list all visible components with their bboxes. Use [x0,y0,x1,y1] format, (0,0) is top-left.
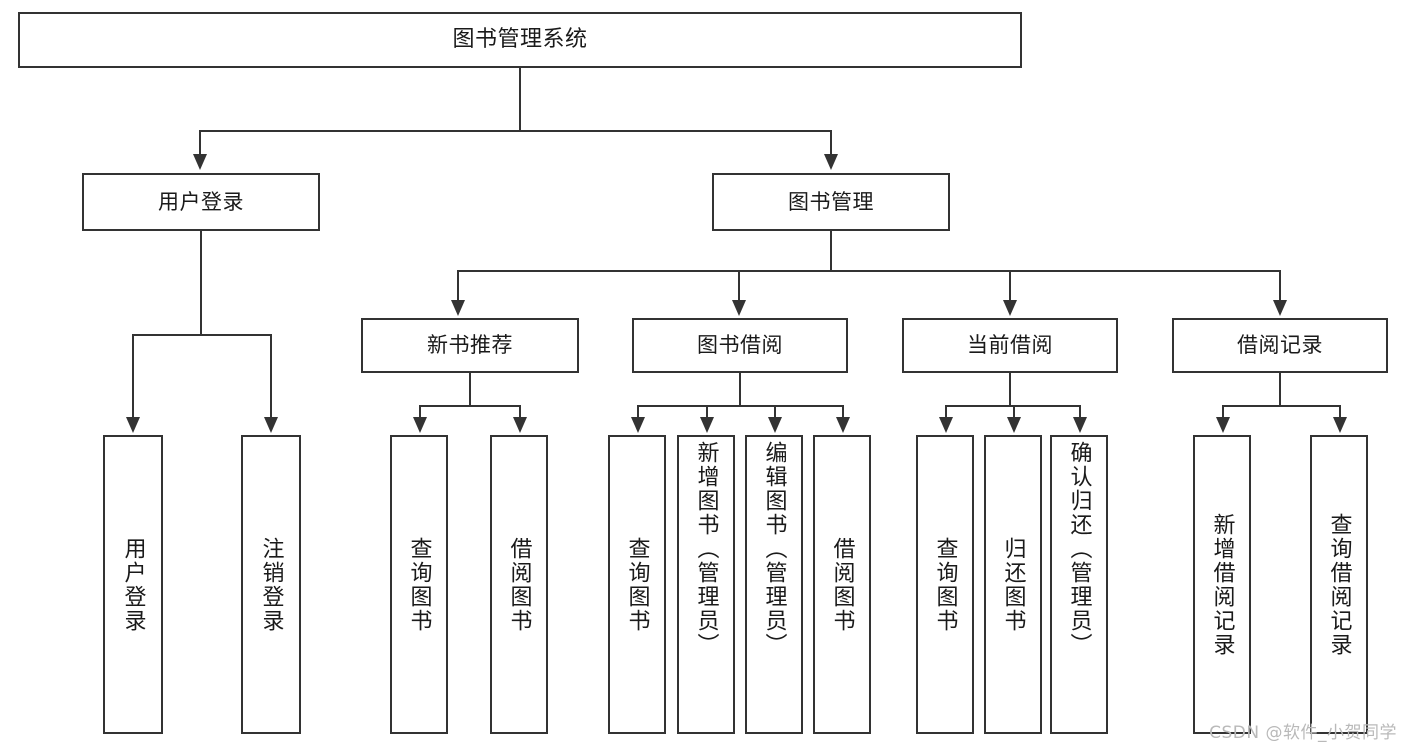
connector-to-book-borrow [738,270,740,302]
connector-to-new-book [457,270,459,302]
connector-book-borrow-stem [739,373,741,407]
arrow-current-borrow-leaf1 [939,417,953,433]
connector-current-borrow-bus [945,405,1079,407]
connector-user-login-leaf2 [270,334,272,419]
leaf-logout[interactable]: 注销登录 [241,435,301,734]
node-current-borrow[interactable]: 当前借阅 [902,318,1118,373]
node-root-label: 图书管理系统 [452,27,588,53]
leaf-query-borrow-record-label: 查询借阅记录 [1326,512,1352,657]
node-user-login-label: 用户登录 [158,189,244,214]
leaf-add-borrow-record-label: 新增借阅记录 [1209,512,1235,657]
arrow-book-borrow-leaf1 [631,417,645,433]
connector-book-borrow-leaf2 [706,405,708,419]
connector-current-borrow-leaf3 [1079,405,1081,419]
connector-root-stem [519,68,521,130]
arrow-book-borrow-leaf2 [700,417,714,433]
leaf-current-query-label: 查询图书 [932,536,958,633]
connector-book-borrow-bus [637,405,843,407]
connector-level2-bus [457,270,1281,272]
leaf-confirm-return-admin[interactable]: 确认归还（管理员） [1050,435,1108,734]
leaf-book-edit-admin-label: 编辑图书（管理员） [761,441,787,657]
connector-borrow-records-leaf1 [1222,405,1224,419]
node-new-book-recommend[interactable]: 新书推荐 [361,318,579,373]
connector-root-bus [199,130,831,132]
arrow-book-borrow-leaf4 [836,417,850,433]
arrow-to-book-borrow [732,300,746,316]
arrow-book-borrow-leaf3 [768,417,782,433]
leaf-book-borrow-action-label: 借阅图书 [829,536,855,633]
arrow-user-login-leaf2 [264,417,278,433]
leaf-book-edit-admin[interactable]: 编辑图书（管理员） [745,435,803,734]
node-book-borrow-label: 图书借阅 [697,333,783,358]
connector-root-to-user-login [199,130,201,156]
leaf-current-return[interactable]: 归还图书 [984,435,1042,734]
leaf-query-borrow-record[interactable]: 查询借阅记录 [1310,435,1368,734]
connector-current-borrow-leaf2 [1013,405,1015,419]
node-root[interactable]: 图书管理系统 [18,12,1022,68]
connector-new-book-leaf1 [419,405,421,419]
connector-book-borrow-leaf1 [637,405,639,419]
connector-book-borrow-leaf4 [842,405,844,419]
arrow-current-borrow-leaf2 [1007,417,1021,433]
arrow-borrow-records-leaf2 [1333,417,1347,433]
connector-new-book-bus [419,405,521,407]
leaf-book-borrow-action[interactable]: 借阅图书 [813,435,871,734]
node-current-borrow-label: 当前借阅 [967,333,1053,358]
connector-book-manage-stem [830,231,832,272]
leaf-new-book-query[interactable]: 查询图书 [390,435,448,734]
connector-borrow-records-bus [1222,405,1341,407]
leaf-user-login-label: 用户登录 [120,536,146,633]
connector-user-login-leaf1 [132,334,134,419]
connector-current-borrow-stem [1009,373,1011,407]
node-book-manage-label: 图书管理 [788,189,874,214]
arrow-root-to-user-login [193,154,207,170]
arrow-to-current-borrow [1003,300,1017,316]
leaf-current-query[interactable]: 查询图书 [916,435,974,734]
leaf-add-borrow-record[interactable]: 新增借阅记录 [1193,435,1251,734]
arrow-new-book-leaf1 [413,417,427,433]
leaf-confirm-return-admin-label: 确认归还（管理员） [1066,441,1092,657]
arrow-to-new-book [451,300,465,316]
arrow-borrow-records-leaf1 [1216,417,1230,433]
arrow-new-book-leaf2 [513,417,527,433]
leaf-book-borrow-query[interactable]: 查询图书 [608,435,666,734]
leaf-book-add-admin[interactable]: 新增图书（管理员） [677,435,735,734]
leaf-book-borrow-query-label: 查询图书 [624,536,650,633]
arrow-root-to-book-manage [824,154,838,170]
node-borrow-records[interactable]: 借阅记录 [1172,318,1388,373]
arrow-to-borrow-records [1273,300,1287,316]
node-book-manage[interactable]: 图书管理 [712,173,950,231]
connector-borrow-records-stem [1279,373,1281,407]
leaf-new-book-borrow[interactable]: 借阅图书 [490,435,548,734]
connector-new-book-leaf2 [519,405,521,419]
leaf-user-login[interactable]: 用户登录 [103,435,163,734]
connector-to-current-borrow [1009,270,1011,302]
leaf-new-book-borrow-label: 借阅图书 [506,536,532,633]
arrow-current-borrow-leaf3 [1073,417,1087,433]
connector-user-login-bus [132,334,270,336]
connector-new-book-stem [469,373,471,407]
watermark: CSDN @软件_小贺同学 [1209,723,1397,743]
connector-current-borrow-leaf1 [945,405,947,419]
node-new-book-recommend-label: 新书推荐 [427,333,513,358]
connector-root-to-book-manage [830,130,832,156]
node-borrow-records-label: 借阅记录 [1237,333,1323,358]
node-user-login[interactable]: 用户登录 [82,173,320,231]
node-book-borrow[interactable]: 图书借阅 [632,318,848,373]
connector-book-borrow-leaf3 [774,405,776,419]
leaf-current-return-label: 归还图书 [1000,536,1026,633]
connector-user-login-stem [200,231,202,336]
leaf-book-add-admin-label: 新增图书（管理员） [693,441,719,657]
connector-to-borrow-records [1279,270,1281,302]
connector-borrow-records-leaf2 [1339,405,1341,419]
arrow-user-login-leaf1 [126,417,140,433]
leaf-new-book-query-label: 查询图书 [406,536,432,633]
leaf-logout-label: 注销登录 [258,536,284,633]
